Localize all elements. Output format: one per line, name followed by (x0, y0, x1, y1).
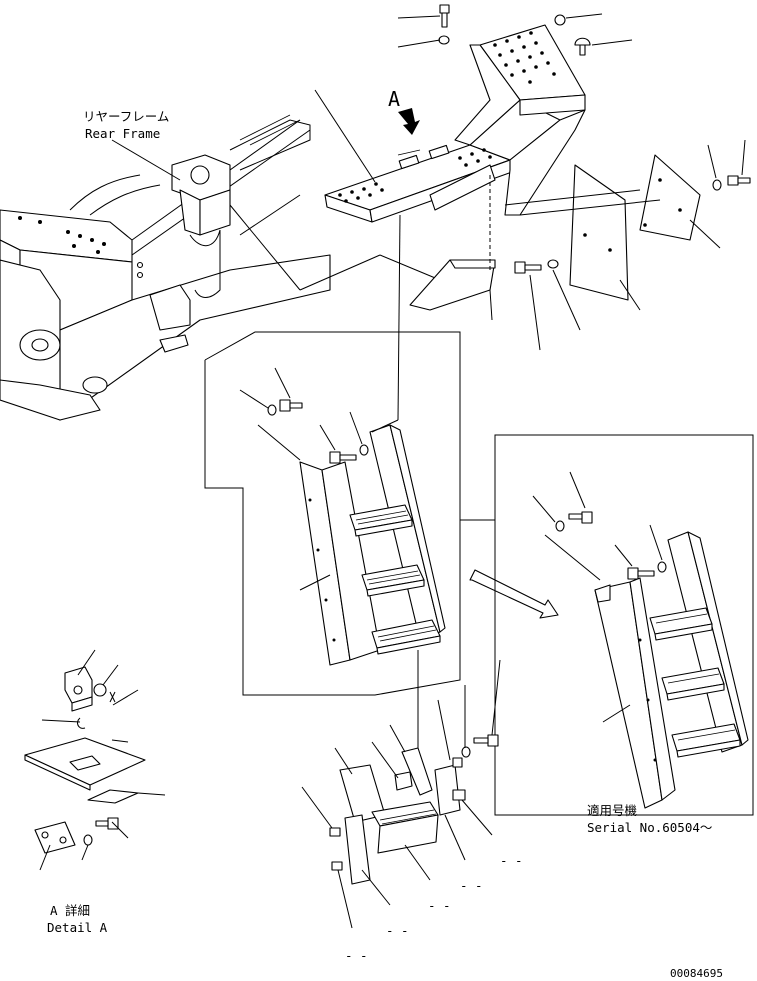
svg-text:- -: - - (386, 923, 409, 938)
washer-icon (712, 179, 722, 191)
bolt-icon (439, 4, 450, 28)
bolt-icon (329, 451, 357, 464)
view-arrow-label: A (388, 87, 400, 111)
svg-text:- -: - - (500, 853, 523, 868)
bolt-icon (473, 734, 499, 747)
step-platform (324, 24, 586, 223)
bolt-icon (95, 817, 119, 830)
under-bracket (409, 259, 496, 311)
bolt-icon (279, 399, 303, 412)
rear-frame-label-en: Rear Frame (85, 126, 160, 141)
cap-icon (574, 37, 591, 56)
bolt-icon (727, 175, 751, 186)
ladder-assembly-new (594, 531, 749, 809)
ladder-detail-frame (204, 331, 461, 696)
ladder-assembly (299, 424, 446, 666)
washer-icon (438, 35, 450, 45)
drawing-number: 00084695 (670, 967, 723, 980)
detail-a-parts (24, 649, 166, 871)
svg-text:- -: - - (460, 878, 483, 893)
rear-frame-leader (111, 139, 181, 181)
step-parts-exploded (301, 650, 501, 929)
side-covers (504, 139, 751, 311)
detail-a-label-jp: A 詳細 (50, 903, 90, 918)
top-hardware (397, 4, 633, 56)
bolt-washer-mid (514, 259, 581, 351)
rear-frame (0, 114, 441, 421)
transition-arrow-icon (469, 569, 559, 619)
platform-holes (338, 31, 556, 203)
bolt-icon (568, 511, 593, 524)
svg-text:- -: - - (345, 948, 368, 963)
dash-marks: - - - - - - - - - - (345, 853, 523, 963)
rear-frame-label-jp: リヤーフレーム (83, 109, 169, 124)
serial-detail-frame (494, 434, 754, 816)
ladder-hardware (239, 214, 401, 591)
nut-icon (554, 14, 566, 26)
detail-a-label-en: Detail A (47, 920, 108, 935)
serial-label-en: Serial No.60504～ (587, 820, 712, 835)
serial-label-jp: 適用号機 (587, 803, 638, 818)
new-ladder-hardware (532, 471, 667, 723)
view-arrow-icon (398, 108, 420, 135)
svg-text:- -: - - (428, 898, 451, 913)
bolt-icon (627, 567, 655, 580)
